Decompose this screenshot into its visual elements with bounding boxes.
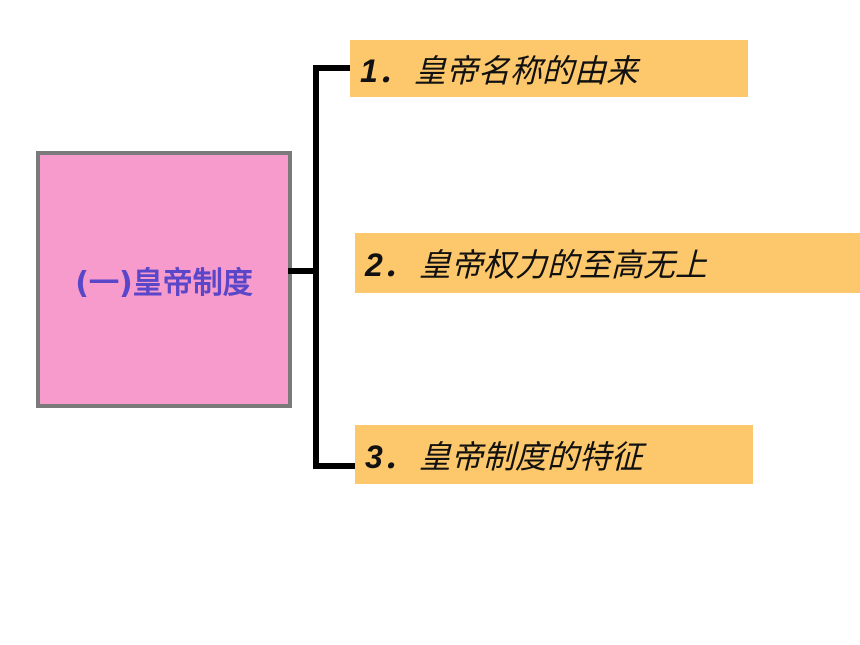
subtopic-1-text: 皇帝名称的由来 [413, 51, 638, 90]
subtopic-3-text: 皇帝制度的特征 [418, 437, 643, 476]
main-topic-box: (一)皇帝制度 [36, 151, 292, 408]
subtopic-1-number: 1． [360, 52, 410, 89]
subtopic-1: 1． 皇帝名称的由来 [350, 40, 748, 97]
subtopic-2-text: 皇帝权力的至高无上 [418, 246, 707, 284]
subtopic-3: 3． 皇帝制度的特征 [355, 425, 753, 484]
subtopic-2: 2． 皇帝权力的至高无上 [355, 233, 860, 293]
subtopic-2-number: 2． [365, 247, 415, 283]
subtopic-3-number: 3． [365, 438, 415, 475]
main-topic-label: (一)皇帝制度 [75, 265, 253, 301]
